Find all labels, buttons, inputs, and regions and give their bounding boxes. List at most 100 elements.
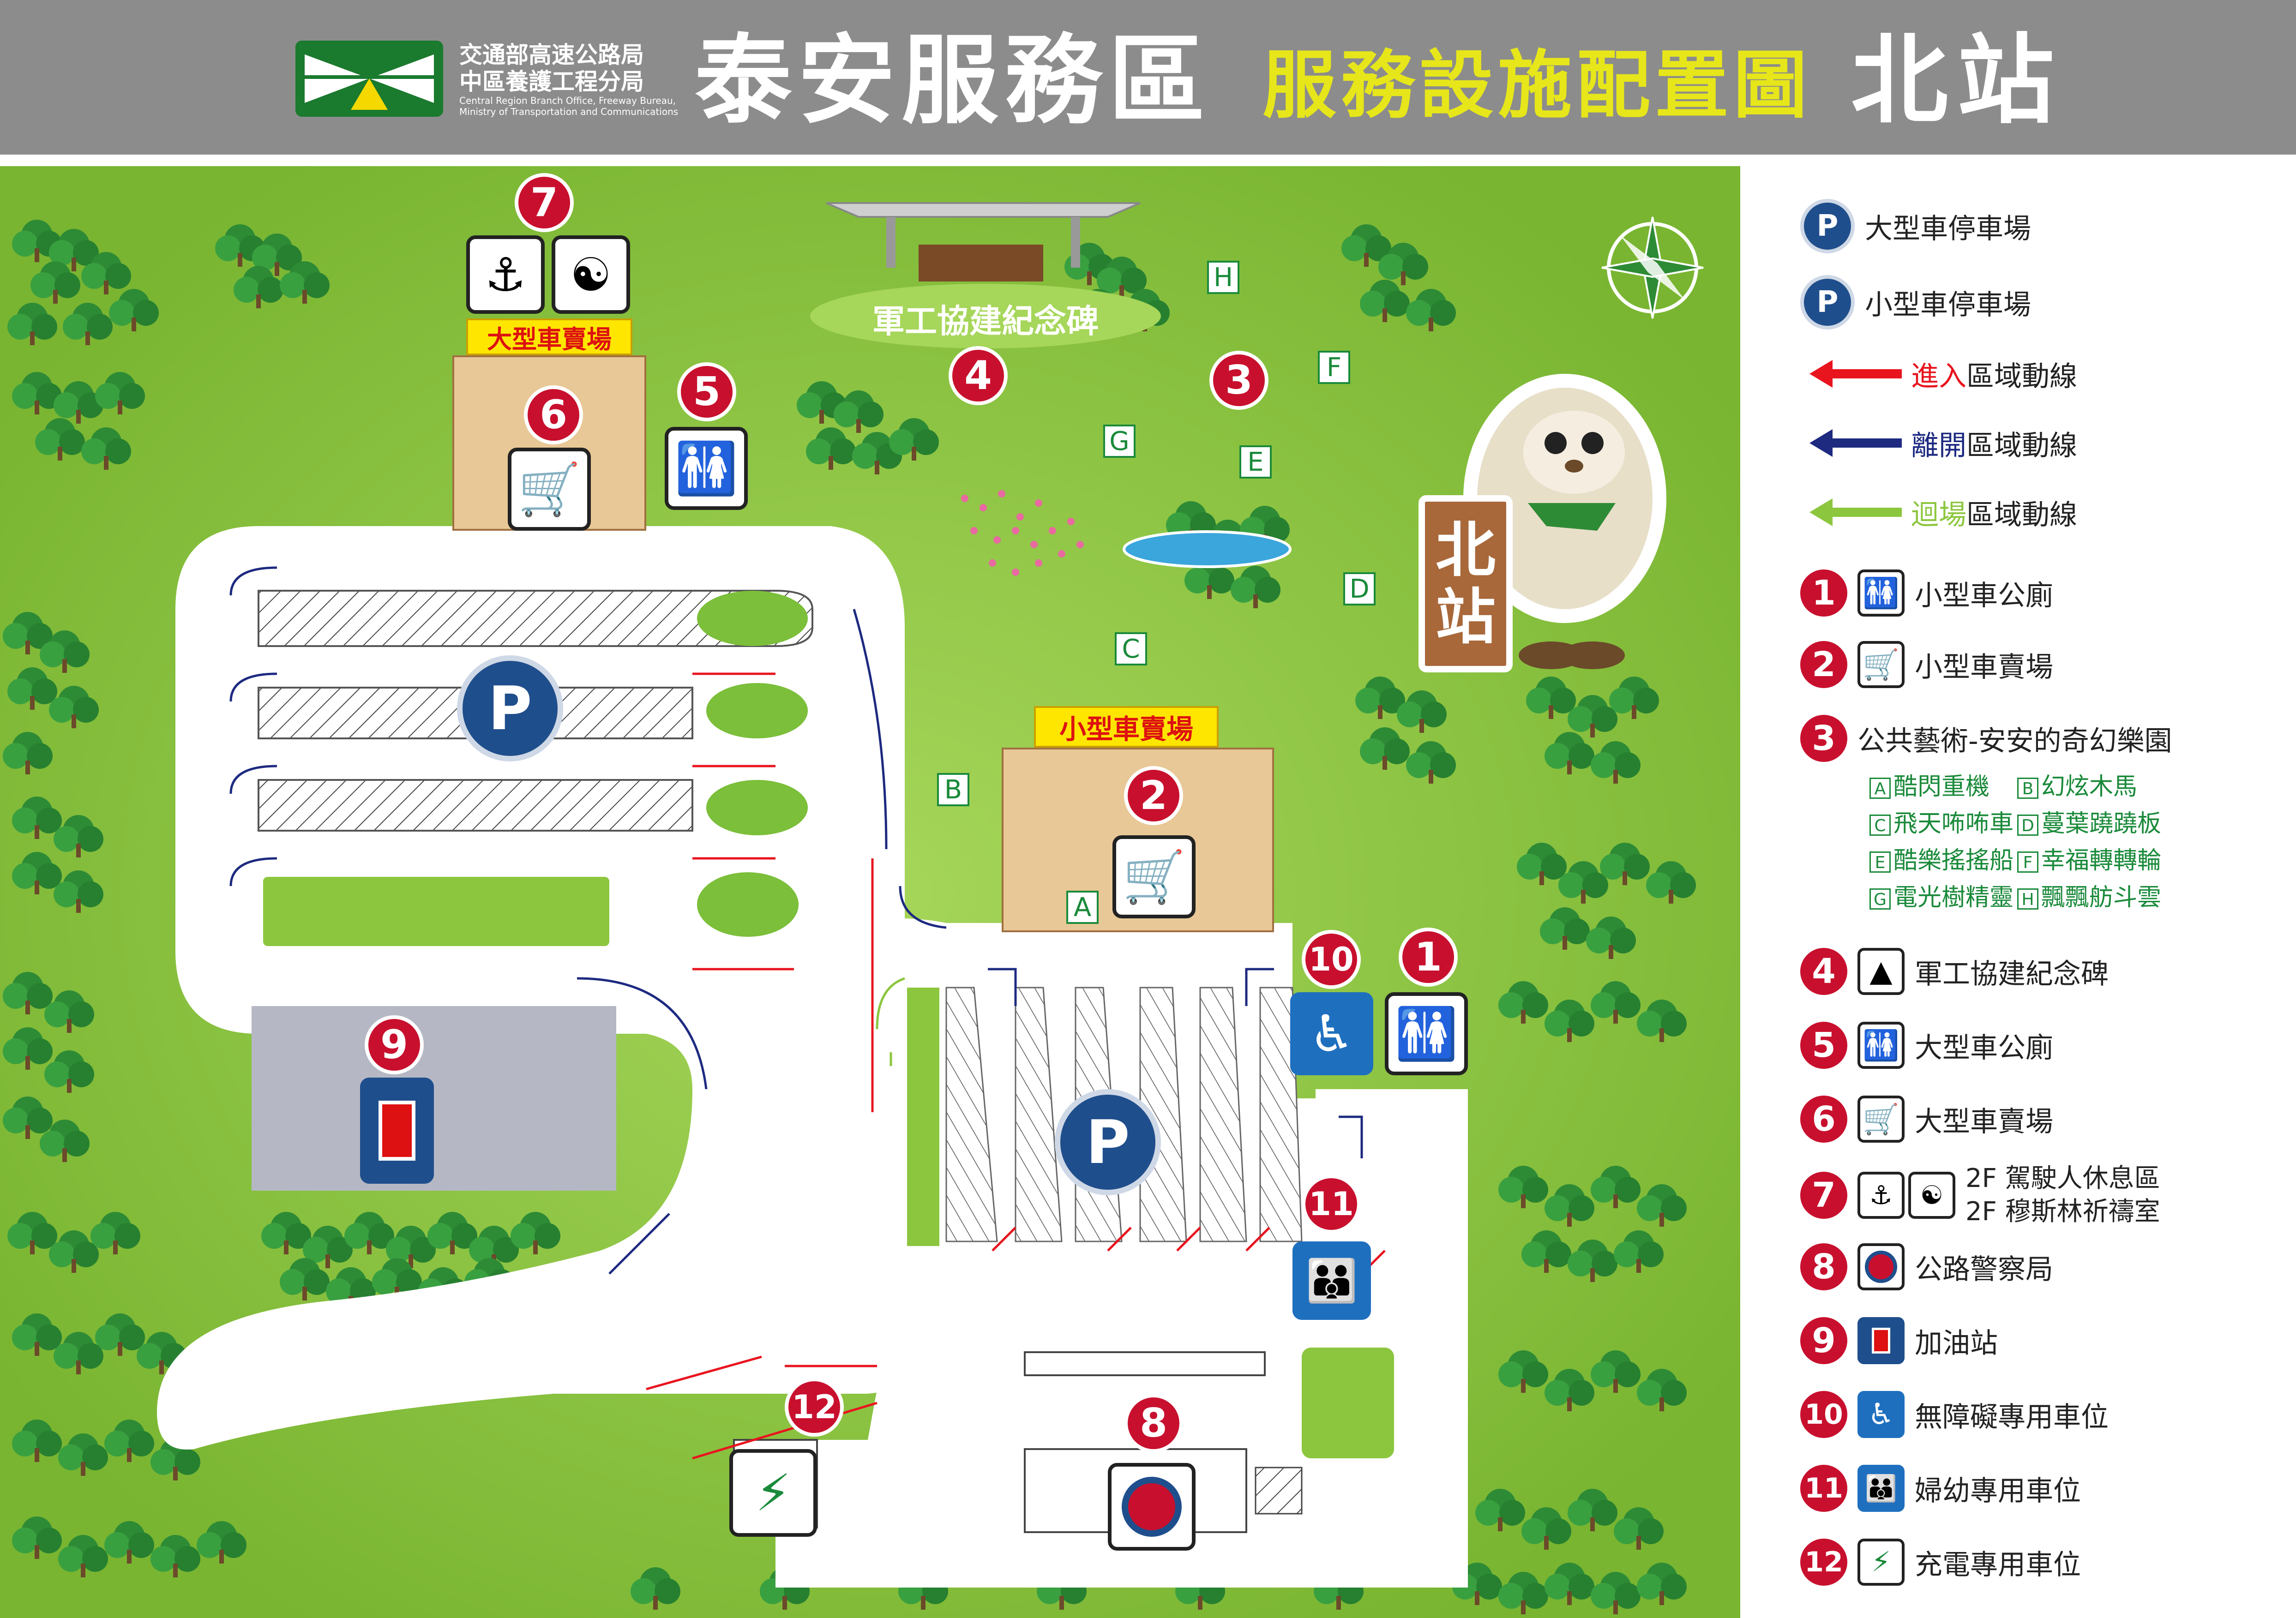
art-label-h: 飄飄舫斗雲 — [2041, 884, 2162, 911]
map-marker-12[interactable]: 12 — [785, 1378, 844, 1437]
legend-large-parking-label: 大型車停車場 — [1865, 212, 2031, 245]
legend-exit-route: 離開區域動線 — [1809, 420, 2077, 466]
driver-rest-icon: ⚓ — [1857, 1172, 1905, 1219]
legend-item-2: 2 🛒 小型車賣場 — [1800, 639, 2053, 690]
map-marker-6[interactable]: 6 — [524, 385, 583, 444]
art-letter-e: E — [1869, 851, 1891, 873]
art-marker-f[interactable]: F — [1318, 351, 1350, 384]
legend-item-11: 11 👪 婦幼專用車位 — [1800, 1463, 2081, 1514]
legend-item-7: 7 ⚓ ☯ 2F 駕駛人休息區 2F 穆斯林祈禱室 — [1800, 1163, 2160, 1227]
art-label-g: 電光樹精靈 — [1893, 884, 2014, 911]
legend-label-7a: 2F 駕駛人休息區 — [1965, 1163, 2160, 1193]
legend-num-5: 5 — [1800, 1022, 1847, 1069]
legend-num-4: 4 — [1800, 948, 1847, 995]
art-label-b: 幻炫木馬 — [2041, 773, 2138, 801]
art-marker-g[interactable]: G — [1103, 425, 1136, 458]
green-arrow-icon — [1809, 498, 1902, 526]
map-marker-2[interactable]: 2 — [1124, 766, 1183, 825]
north-station-sign: 北站 — [1436, 515, 1496, 652]
map-marker-7[interactable]: 7 — [515, 173, 574, 232]
art-marker-h[interactable]: H — [1207, 261, 1239, 294]
legend-num-1: 1 — [1800, 569, 1847, 617]
legend-label-2: 小型車賣場 — [1915, 651, 2053, 683]
driver-rest-icon: ⚓ — [466, 235, 545, 314]
art-label-e: 酷樂搖搖船 — [1893, 847, 2014, 875]
monument-shelter — [826, 202, 1141, 282]
legend-item-10: 10 ♿ 無障礙專用車位 — [1800, 1389, 2109, 1440]
prayer-room-icon: ☯ — [1908, 1172, 1955, 1219]
small-parking-legend-icon: P — [1800, 275, 1855, 330]
shopping-cart-icon: 🛒 — [1857, 1096, 1905, 1143]
large-parking-legend-icon: P — [1800, 199, 1855, 253]
legend-num-3: 3 — [1800, 715, 1847, 762]
police-badge-icon — [1857, 1243, 1905, 1290]
art-marker-a[interactable]: A — [1066, 891, 1099, 924]
compass-rose-icon — [1601, 216, 1704, 319]
monument-icon: ▲ — [1857, 948, 1905, 995]
legend-item-8: 8 公路警察局 — [1800, 1241, 2053, 1292]
blue-arrow-icon — [1809, 429, 1902, 457]
art-letter-g: G — [1869, 888, 1891, 910]
legend-label-9: 加油站 — [1915, 1327, 1998, 1360]
art-label-a: 酷閃重機 — [1893, 773, 1990, 801]
map-area: 軍工協建紀念碑 大型車賣場 小型車賣場 北站 P P ⚓ ☯ 🚻 🛒 🛒 🚻 ♿… — [0, 166, 1740, 1618]
legend-num-8: 8 — [1800, 1243, 1847, 1290]
art-letter-a: A — [1869, 778, 1891, 799]
legend-label-5: 大型車公廁 — [1915, 1031, 2053, 1064]
small-store-cart-icon: 🛒 — [1112, 835, 1196, 918]
legend-item-5: 5 🚻 大型車公廁 — [1800, 1020, 2053, 1071]
page-title: 泰安服務區 — [695, 24, 1212, 137]
org-name-line2: 中區養護工程分局 — [459, 68, 644, 95]
legend-num-12: 12 — [1800, 1539, 1847, 1586]
map-marker-8[interactable]: 8 — [1124, 1394, 1183, 1453]
map-marker-1[interactable]: 1 — [1399, 928, 1458, 987]
logo-emblem-icon — [300, 45, 439, 112]
legend-num-6: 6 — [1800, 1096, 1847, 1143]
legend-small-parking-label: 小型車停車場 — [1865, 288, 2031, 321]
legend-num-7: 7 — [1800, 1172, 1847, 1219]
legend-exit-rest: 區域動線 — [1966, 429, 2077, 462]
art-marker-b[interactable]: B — [937, 773, 969, 806]
legend-loop-rest: 區域動線 — [1966, 498, 2077, 531]
art-marker-d[interactable]: D — [1343, 572, 1376, 605]
org-name: 交通部高速公路局 中區養護工程分局 Central Region Branch … — [459, 42, 678, 117]
art-marker-c[interactable]: C — [1115, 632, 1147, 665]
fuel-pump-icon — [360, 1078, 434, 1184]
map-marker-3[interactable]: 3 — [1209, 351, 1268, 410]
art-marker-e[interactable]: E — [1239, 445, 1272, 479]
legend-num-2: 2 — [1800, 641, 1847, 688]
small-restroom-icon: 🚻 — [1385, 992, 1468, 1075]
page-subtitle: 服務設施配置圖 — [1262, 42, 1812, 128]
legend-label-4: 軍工協建紀念碑 — [1915, 958, 2109, 990]
art-letter-f: F — [2017, 851, 2039, 873]
monument-label: 軍工協建紀念碑 — [872, 302, 1099, 340]
wheelchair-icon: ♿ — [1857, 1391, 1905, 1438]
large-store-cart-icon: 🛒 — [508, 448, 591, 531]
small-parking-letter: P — [1086, 1107, 1130, 1177]
legend-item-12: 12 ⚡ 充電專用車位 — [1800, 1537, 2081, 1588]
art-letter-b: B — [2017, 778, 2039, 799]
legend-exit-word: 離開 — [1911, 429, 1966, 462]
legend-label-7b: 2F 穆斯林祈禱室 — [1965, 1197, 2160, 1227]
map-marker-10[interactable]: 10 — [1302, 930, 1361, 989]
large-restroom-icon: 🚻 — [665, 427, 748, 510]
map-drawing — [0, 166, 1740, 1618]
fuel-pump-shape — [379, 1101, 415, 1161]
legend-label-3: 公共藝術-安安的奇幻樂園 — [1857, 725, 2172, 757]
restroom-icon: 🚻 — [1857, 1022, 1905, 1069]
flower-bed — [961, 490, 1084, 576]
map-marker-4[interactable]: 4 — [949, 346, 1008, 405]
map-marker-11[interactable]: 11 — [1302, 1175, 1361, 1234]
map-marker-5[interactable]: 5 — [677, 362, 736, 421]
police-badge-shape — [1122, 1477, 1182, 1537]
legend-large-parking: P 大型車停車場 — [1800, 199, 2031, 253]
art-letter-c: C — [1869, 815, 1891, 836]
large-vehicle-store-sign: 大型車賣場 — [466, 318, 632, 355]
map-marker-9[interactable]: 9 — [365, 1015, 424, 1074]
small-vehicle-store-sign: 小型車賣場 — [1034, 706, 1219, 748]
art-letter-d: D — [2017, 815, 2039, 836]
station-title: 北站 — [1851, 24, 2064, 137]
freeway-bureau-logo — [295, 41, 443, 117]
